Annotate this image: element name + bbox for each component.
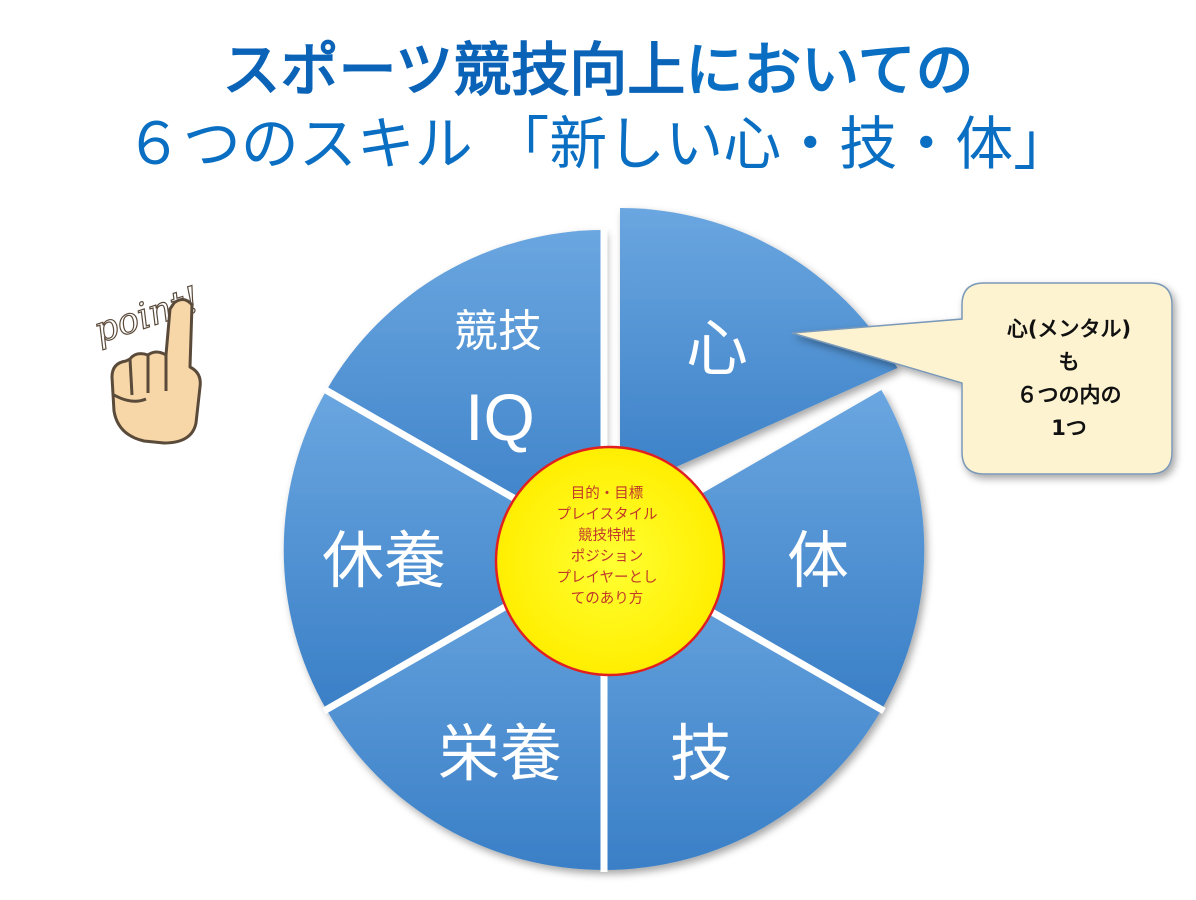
- callout-bubble: [791, 282, 1173, 475]
- callout-text: 心(メンタル) も ６つの内の 1つ: [962, 313, 1176, 445]
- callout-line: 1つ: [1051, 416, 1087, 440]
- center-text: 目的・目標 プレイスタイル 競技特性 ポジション プレイヤーとし てのあり方: [509, 484, 705, 610]
- callout-line: 心(メンタル): [1006, 317, 1132, 341]
- segment-body: [604, 390, 925, 710]
- segment-label-iq-line1: 競技: [454, 307, 542, 356]
- center-line: プレイヤーとし: [556, 570, 658, 586]
- point-hand-icon: point!: [89, 279, 206, 445]
- segment-iq: [326, 229, 604, 550]
- center-line: 競技特性: [578, 528, 636, 544]
- segment-label-nutrition: 栄養: [438, 720, 562, 789]
- title-line-1-rest: においての: [685, 36, 974, 104]
- segment-label-technique: 技: [670, 720, 732, 789]
- title-line-2: ６つのスキル 「新しい心・技・体」: [124, 110, 1072, 178]
- center-line: ポジション: [570, 549, 644, 565]
- center-circle: [494, 445, 726, 677]
- center-line: プレイスタイル: [556, 507, 658, 523]
- center-line: 目的・目標: [570, 486, 644, 502]
- title-line-1: スポーツ競技向上においての: [0, 34, 1196, 106]
- segment-label-iq-line2: IQ: [465, 380, 535, 454]
- center-line: てのあり方: [570, 591, 644, 607]
- segment-label-rest: 休養: [322, 527, 446, 596]
- title-emphasis: スポーツ競技向上: [222, 36, 686, 104]
- segment-mind: [620, 207, 898, 492]
- callout-line: も: [1058, 350, 1080, 374]
- segment-rest: [283, 390, 604, 710]
- callout-line: ６つの内の: [1016, 383, 1122, 407]
- segment-label-mind: 心: [686, 315, 748, 384]
- segment-label-body: 体: [787, 527, 849, 596]
